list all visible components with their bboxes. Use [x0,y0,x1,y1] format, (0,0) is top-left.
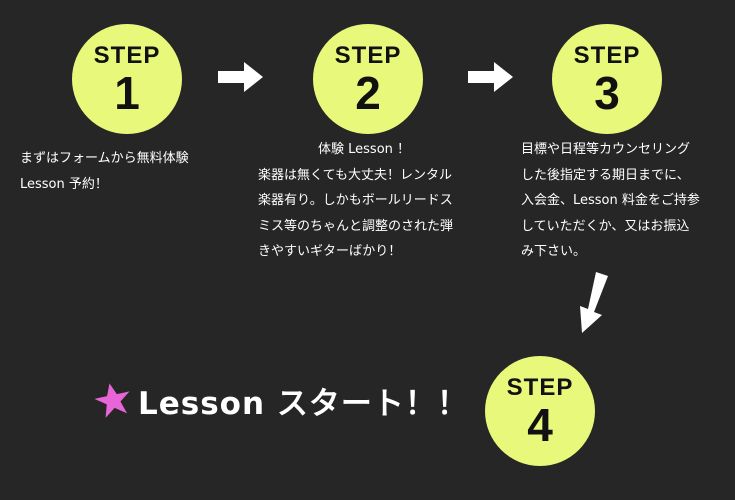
step-3-number: 3 [594,67,620,119]
step-1-desc-line: まずはフォームから無料体験 [20,151,189,166]
step-3-desc-line: み下さい。 [521,244,587,259]
step-1-circle: STEP 1 [72,24,182,134]
step-2-number: 2 [355,67,381,119]
lesson-start-text: Lesson スタート！！ [138,386,469,422]
step-3-desc-line: した後指定する期日までに、 [521,167,690,183]
step-3-desc-line: していただくか、又はお振込 [521,218,690,234]
arrow-right-icon [218,62,263,92]
arrow-right-icon [468,62,513,92]
step-3-desc-line: 入会金、Lesson 料金をご持参 [521,193,700,208]
step-4-number: 4 [527,399,553,451]
star-icon [94,383,130,418]
step-4-label: STEP [506,374,574,401]
step-2-circle: STEP 2 [313,24,423,134]
step-3-desc-line: 目標や日程等カウンセリング [521,142,691,157]
step-1-number: 1 [114,67,140,119]
step-3-description: 目標や日程等カウンセリング した後指定する期日までに、 入会金、Lesson 料… [521,137,700,265]
step-1-label: STEP [93,42,161,69]
arrow-down-left-icon [580,272,608,333]
step-3-label: STEP [573,42,641,69]
step-2-desc-line: きやすいギターばかり！ [258,244,402,259]
step-1-description: まずはフォームから無料体験 Lesson 予約！ [20,146,189,197]
step-2-label: STEP [334,42,402,69]
step-2-desc-line: 楽器有り。しかもボールリードス [258,193,453,208]
step-2-description: 体験 Lesson ！ 楽器は無くても大丈夫！レンタル 楽器有り。しかもボールリ… [258,137,453,265]
step-2-desc-line: ミス等のちゃんと調整のされた弾 [258,218,454,234]
step-1-desc-line: Lesson 予約！ [20,176,108,192]
step-3-circle: STEP 3 [552,24,662,134]
step-4-circle: STEP 4 [485,356,595,466]
step-2-desc-line: 楽器は無くても大丈夫！レンタル [258,167,452,183]
step-2-desc-line: 体験 Lesson ！ [318,142,411,157]
